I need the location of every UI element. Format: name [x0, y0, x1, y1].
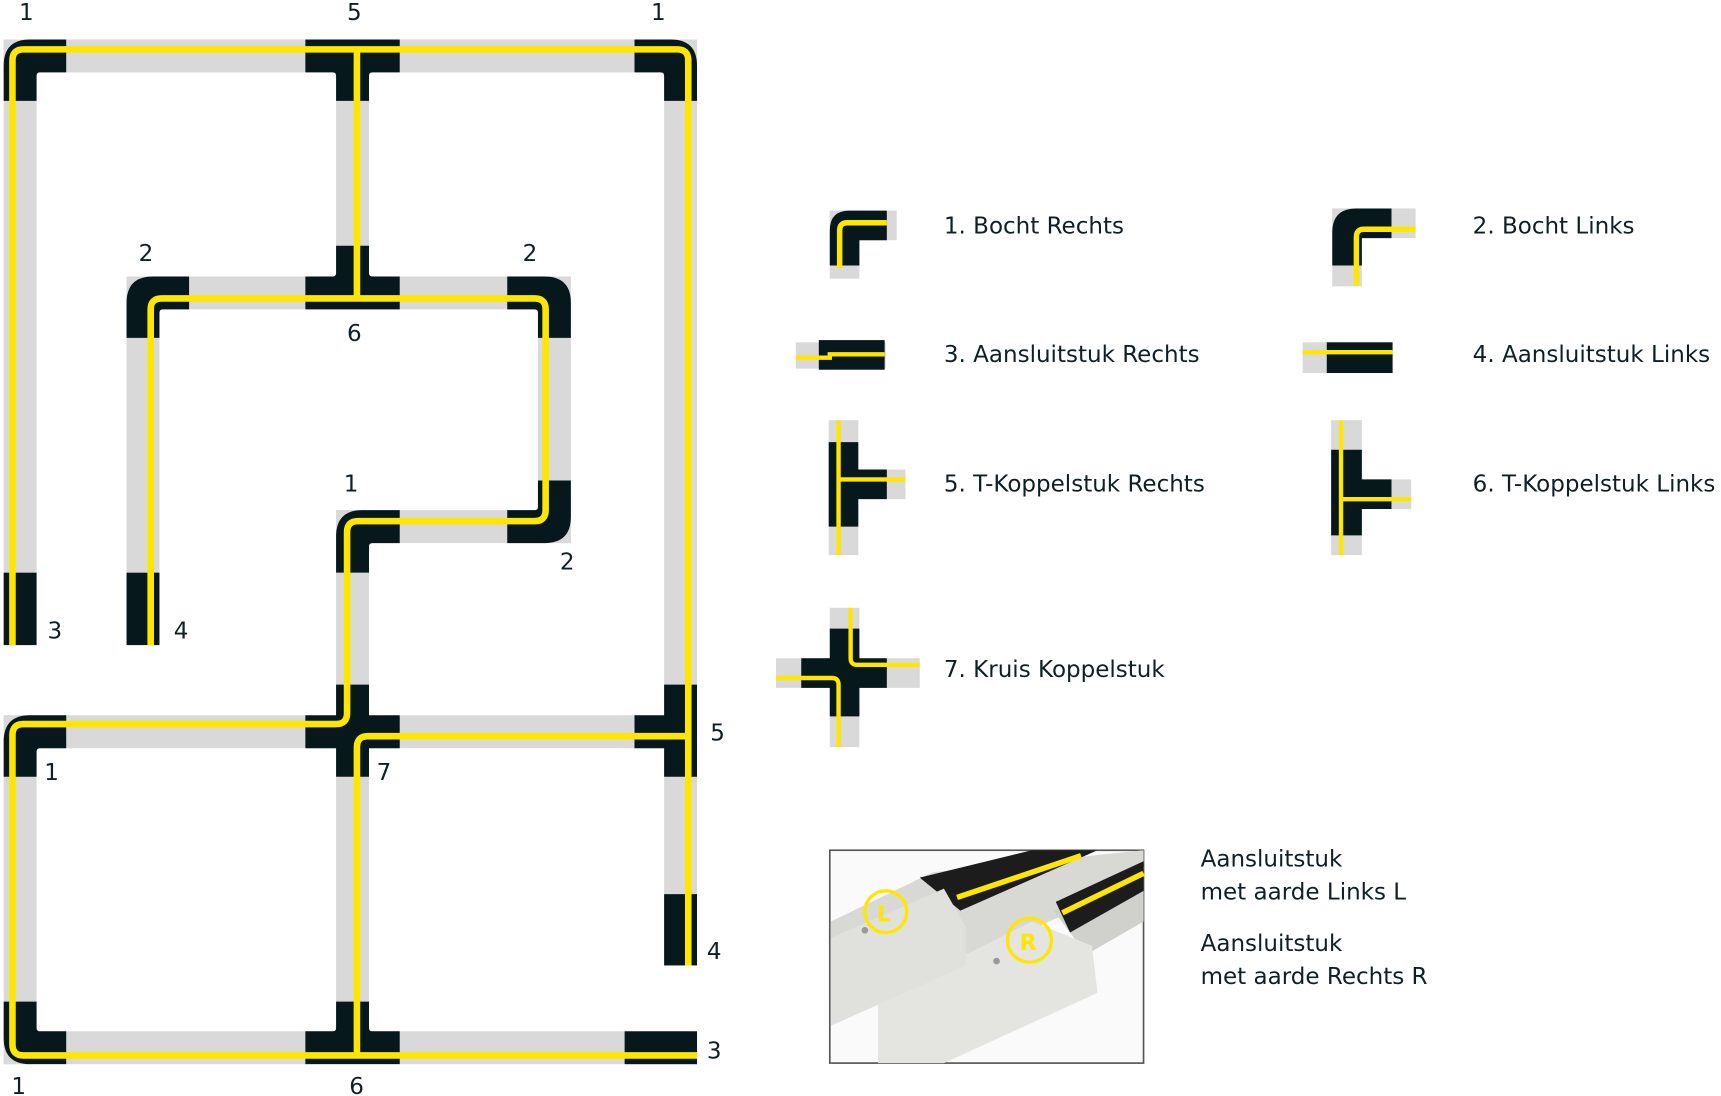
part-label: 7	[377, 760, 392, 786]
legend-label: 5. T-Koppelstuk Rechts	[944, 471, 1205, 497]
end-connector	[3, 572, 37, 646]
legend-icon-bocht-links	[1332, 208, 1416, 287]
part-label: 3	[707, 1039, 722, 1065]
conductor-lines	[9, 46, 698, 1059]
part-label: 1	[11, 1074, 26, 1096]
t-connector	[305, 245, 400, 310]
legend-label: 2. Bocht Links	[1473, 214, 1635, 240]
part-label: 2	[139, 241, 154, 267]
part-label: 2	[523, 241, 538, 267]
legend-icon-kruis-koppelstuk	[776, 607, 920, 748]
legend-icon-t-koppelstuk-links	[1331, 420, 1412, 556]
caption-left-line1: Aansluitstuk	[1201, 847, 1343, 873]
connector-photo: L R	[828, 849, 1145, 1064]
t-connector	[305, 1001, 400, 1065]
photo-mark-right: R	[1020, 931, 1037, 956]
part-label: 4	[707, 939, 722, 965]
part-label: 1	[651, 0, 666, 26]
legend-label: 1. Bocht Rechts	[944, 214, 1124, 240]
part-label: 3	[48, 619, 63, 645]
photo-mark-left: L	[877, 903, 891, 928]
part-label: 6	[349, 1074, 364, 1096]
corner-connector	[3, 715, 67, 777]
part-label: 1	[344, 471, 359, 497]
part-label: 4	[174, 619, 189, 645]
legend-label: 7. Kruis Koppelstuk	[944, 657, 1166, 683]
end-connector	[126, 572, 160, 646]
legend-label: 4. Aansluitstuk Links	[1473, 342, 1710, 368]
legend-icon-t-koppelstuk-rechts	[828, 420, 906, 556]
corner-connector	[634, 39, 698, 101]
part-label: 5	[347, 0, 362, 26]
part-label: 2	[560, 549, 575, 575]
diagram-labels: 1 5 1 2 2 6 1 2 3 4 1 7 5 4 3 1 6	[11, 0, 725, 1096]
legend-icon-aansluitstuk-links	[1302, 342, 1393, 374]
legend-icon-aansluitstuk-rechts	[795, 340, 886, 370]
caption-left-line2: met aarde Links L	[1201, 880, 1407, 906]
corner-connector	[3, 39, 67, 101]
part-label: 5	[710, 721, 725, 747]
caption-right-line1: Aansluitstuk	[1201, 931, 1343, 957]
part-label: 1	[44, 760, 59, 786]
t-connector	[305, 39, 400, 101]
photo-caption: Aansluitstuk met aarde Links L Aansluits…	[1201, 847, 1428, 990]
part-label: 1	[19, 0, 34, 26]
legend-label: 3. Aansluitstuk Rechts	[944, 342, 1200, 368]
caption-right-line2: met aarde Rechts R	[1201, 964, 1428, 990]
legend-icon-bocht-rechts	[829, 210, 897, 279]
corner-connector	[507, 480, 571, 544]
part-label: 6	[347, 321, 362, 347]
t-connector	[634, 684, 698, 777]
end-connector	[664, 894, 698, 966]
corner-connector	[126, 276, 190, 338]
end-connector	[624, 1031, 698, 1065]
cross-connector	[305, 684, 400, 777]
corner-connector	[3, 1001, 67, 1065]
legend-label: 6. T-Koppelstuk Links	[1473, 471, 1716, 497]
legend: 1. Bocht Rechts 2. Bocht Links 3. Aanslu…	[776, 208, 1716, 748]
corner-connector	[507, 276, 571, 338]
